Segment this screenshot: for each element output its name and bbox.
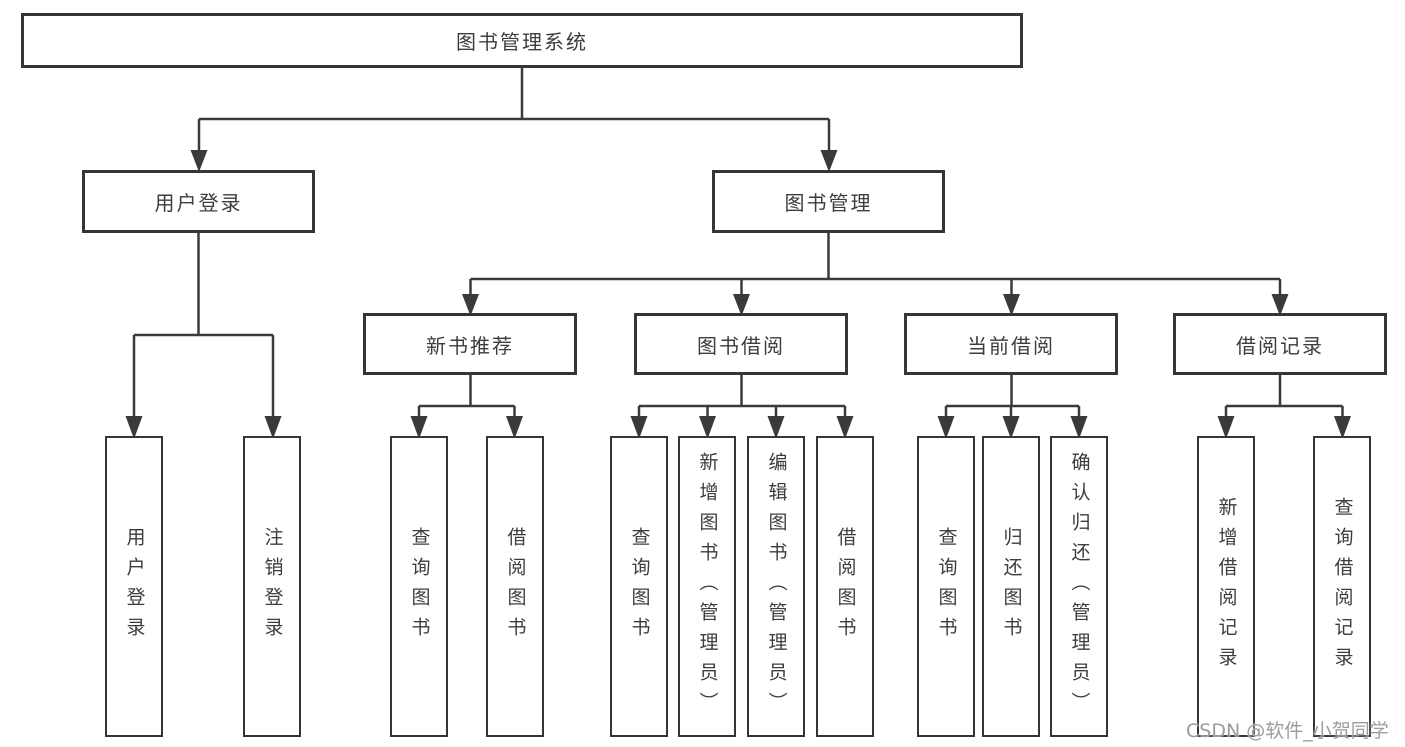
node-borrowing-records: 借阅记录 — [1173, 313, 1387, 375]
node-current-borrowing-label: 当前借阅 — [967, 333, 1055, 358]
leaf-nbr-borrow-books: 借阅图书 — [486, 436, 544, 737]
leaf-nbr-query-books-label: 查询图书 — [408, 526, 431, 647]
node-root: 图书管理系统 — [21, 13, 1023, 68]
leaf-logout-label: 注销登录 — [261, 526, 284, 647]
leaf-cb-return-books: 归还图书 — [982, 436, 1040, 737]
leaf-bb-borrow-books-label: 借阅图书 — [834, 526, 857, 647]
leaf-bb-query-books: 查询图书 — [610, 436, 668, 737]
node-new-book-recommendation-label: 新书推荐 — [426, 333, 514, 358]
leaf-cb-return-books-label: 归还图书 — [1000, 526, 1023, 647]
leaf-br-add-record: 新增借阅记录 — [1197, 436, 1255, 737]
leaf-cb-confirm-return: 确认归还（管理员） — [1050, 436, 1108, 737]
node-borrowing-records-label: 借阅记录 — [1236, 333, 1324, 358]
leaf-nbr-query-books: 查询图书 — [390, 436, 448, 737]
leaf-user-login-label: 用户登录 — [123, 526, 146, 647]
node-book-management-label: 图书管理 — [784, 191, 873, 215]
node-book-borrowing: 图书借阅 — [634, 313, 848, 375]
leaf-bb-add-books-label: 新增图书（管理员） — [696, 451, 719, 722]
leaf-logout: 注销登录 — [243, 436, 301, 737]
leaf-br-query-record: 查询借阅记录 — [1313, 436, 1371, 737]
leaf-cb-query-books-label: 查询图书 — [935, 526, 958, 647]
leaf-bb-edit-books-label: 编辑图书（管理员） — [765, 451, 788, 722]
node-book-borrowing-label: 图书借阅 — [697, 333, 785, 358]
leaf-nbr-borrow-books-label: 借阅图书 — [504, 526, 527, 647]
leaf-bb-borrow-books: 借阅图书 — [816, 436, 874, 737]
leaf-bb-query-books-label: 查询图书 — [628, 526, 651, 647]
leaf-br-add-record-label: 新增借阅记录 — [1215, 496, 1238, 677]
leaf-bb-add-books: 新增图书（管理员） — [678, 436, 736, 737]
node-new-book-recommendation: 新书推荐 — [363, 313, 577, 375]
node-root-label: 图书管理系统 — [456, 30, 588, 54]
leaf-br-query-record-label: 查询借阅记录 — [1331, 496, 1354, 677]
node-current-borrowing: 当前借阅 — [904, 313, 1118, 375]
node-user-login: 用户登录 — [82, 170, 315, 233]
leaf-cb-query-books: 查询图书 — [917, 436, 975, 737]
node-book-management: 图书管理 — [712, 170, 945, 233]
leaf-user-login: 用户登录 — [105, 436, 163, 737]
leaf-bb-edit-books: 编辑图书（管理员） — [747, 436, 805, 737]
csdn-watermark: CSDN @软件_小贺同学 — [1186, 720, 1389, 742]
leaf-cb-confirm-return-label: 确认归还（管理员） — [1068, 451, 1091, 722]
node-user-login-label: 用户登录 — [154, 191, 243, 215]
